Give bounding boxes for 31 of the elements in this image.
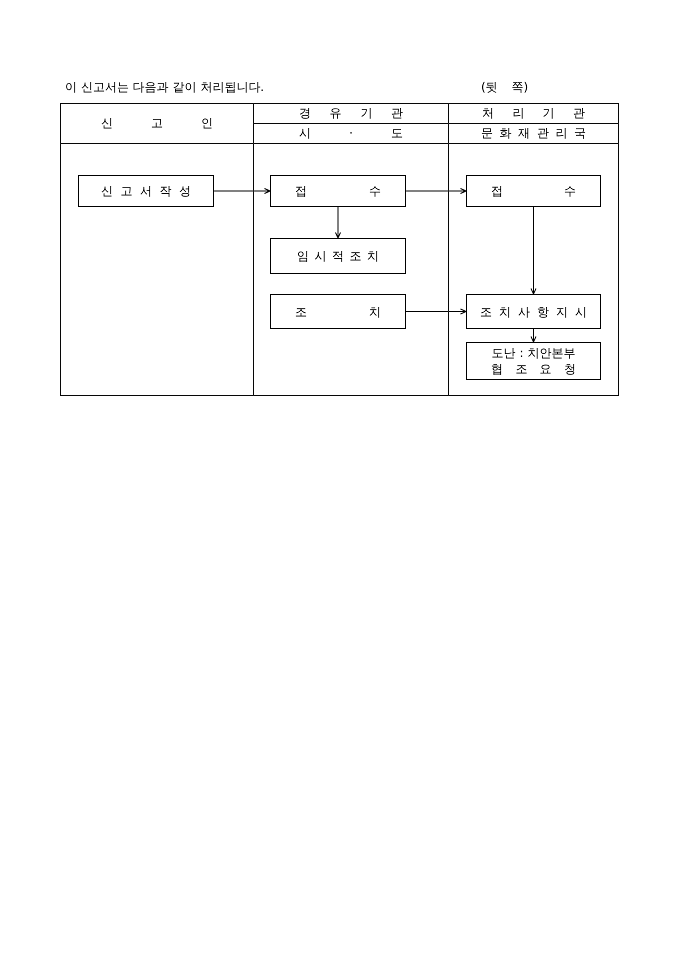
lane-header: 시 · 도: [254, 124, 448, 144]
lane-header: 문 화 재 관 리 국: [449, 124, 618, 144]
note-text: 도난 : 치안본부: [490, 345, 576, 361]
swimlane: [448, 103, 619, 396]
step-label: 조 치 사 항 지 시: [480, 304, 587, 320]
process-box: [270, 175, 406, 207]
title: 이 신고서는 다음과 같이 처리됩니다.: [65, 79, 264, 95]
arrow: [406, 188, 466, 194]
process-box: [466, 294, 601, 329]
step-label: 임 시 적 조 치: [297, 248, 379, 264]
arrow: [530, 206, 536, 294]
process-box: [270, 294, 406, 329]
process-box: [270, 238, 406, 274]
process-box: [78, 175, 214, 207]
step-label: 조 치: [295, 304, 381, 320]
step-label: 접 수: [491, 183, 576, 199]
arrow: [530, 328, 536, 342]
step-label: 신 고 서 작 성: [101, 183, 191, 199]
note-text: 협 조 요 청: [491, 361, 576, 377]
arrow: [406, 308, 466, 314]
swimlane: [60, 103, 254, 396]
process-box: [466, 342, 601, 380]
page-note: (뒷 쪽): [481, 79, 528, 95]
step-label: 접 수: [295, 183, 381, 199]
swimlane: [253, 103, 449, 396]
lane-header: 신 고 인: [61, 104, 253, 144]
lane-header: 경 유 기 관: [254, 104, 448, 124]
arrow: [335, 206, 341, 238]
lane-header: 처 리 기 관: [449, 104, 618, 124]
arrow: [214, 188, 270, 194]
process-box: [466, 175, 601, 207]
